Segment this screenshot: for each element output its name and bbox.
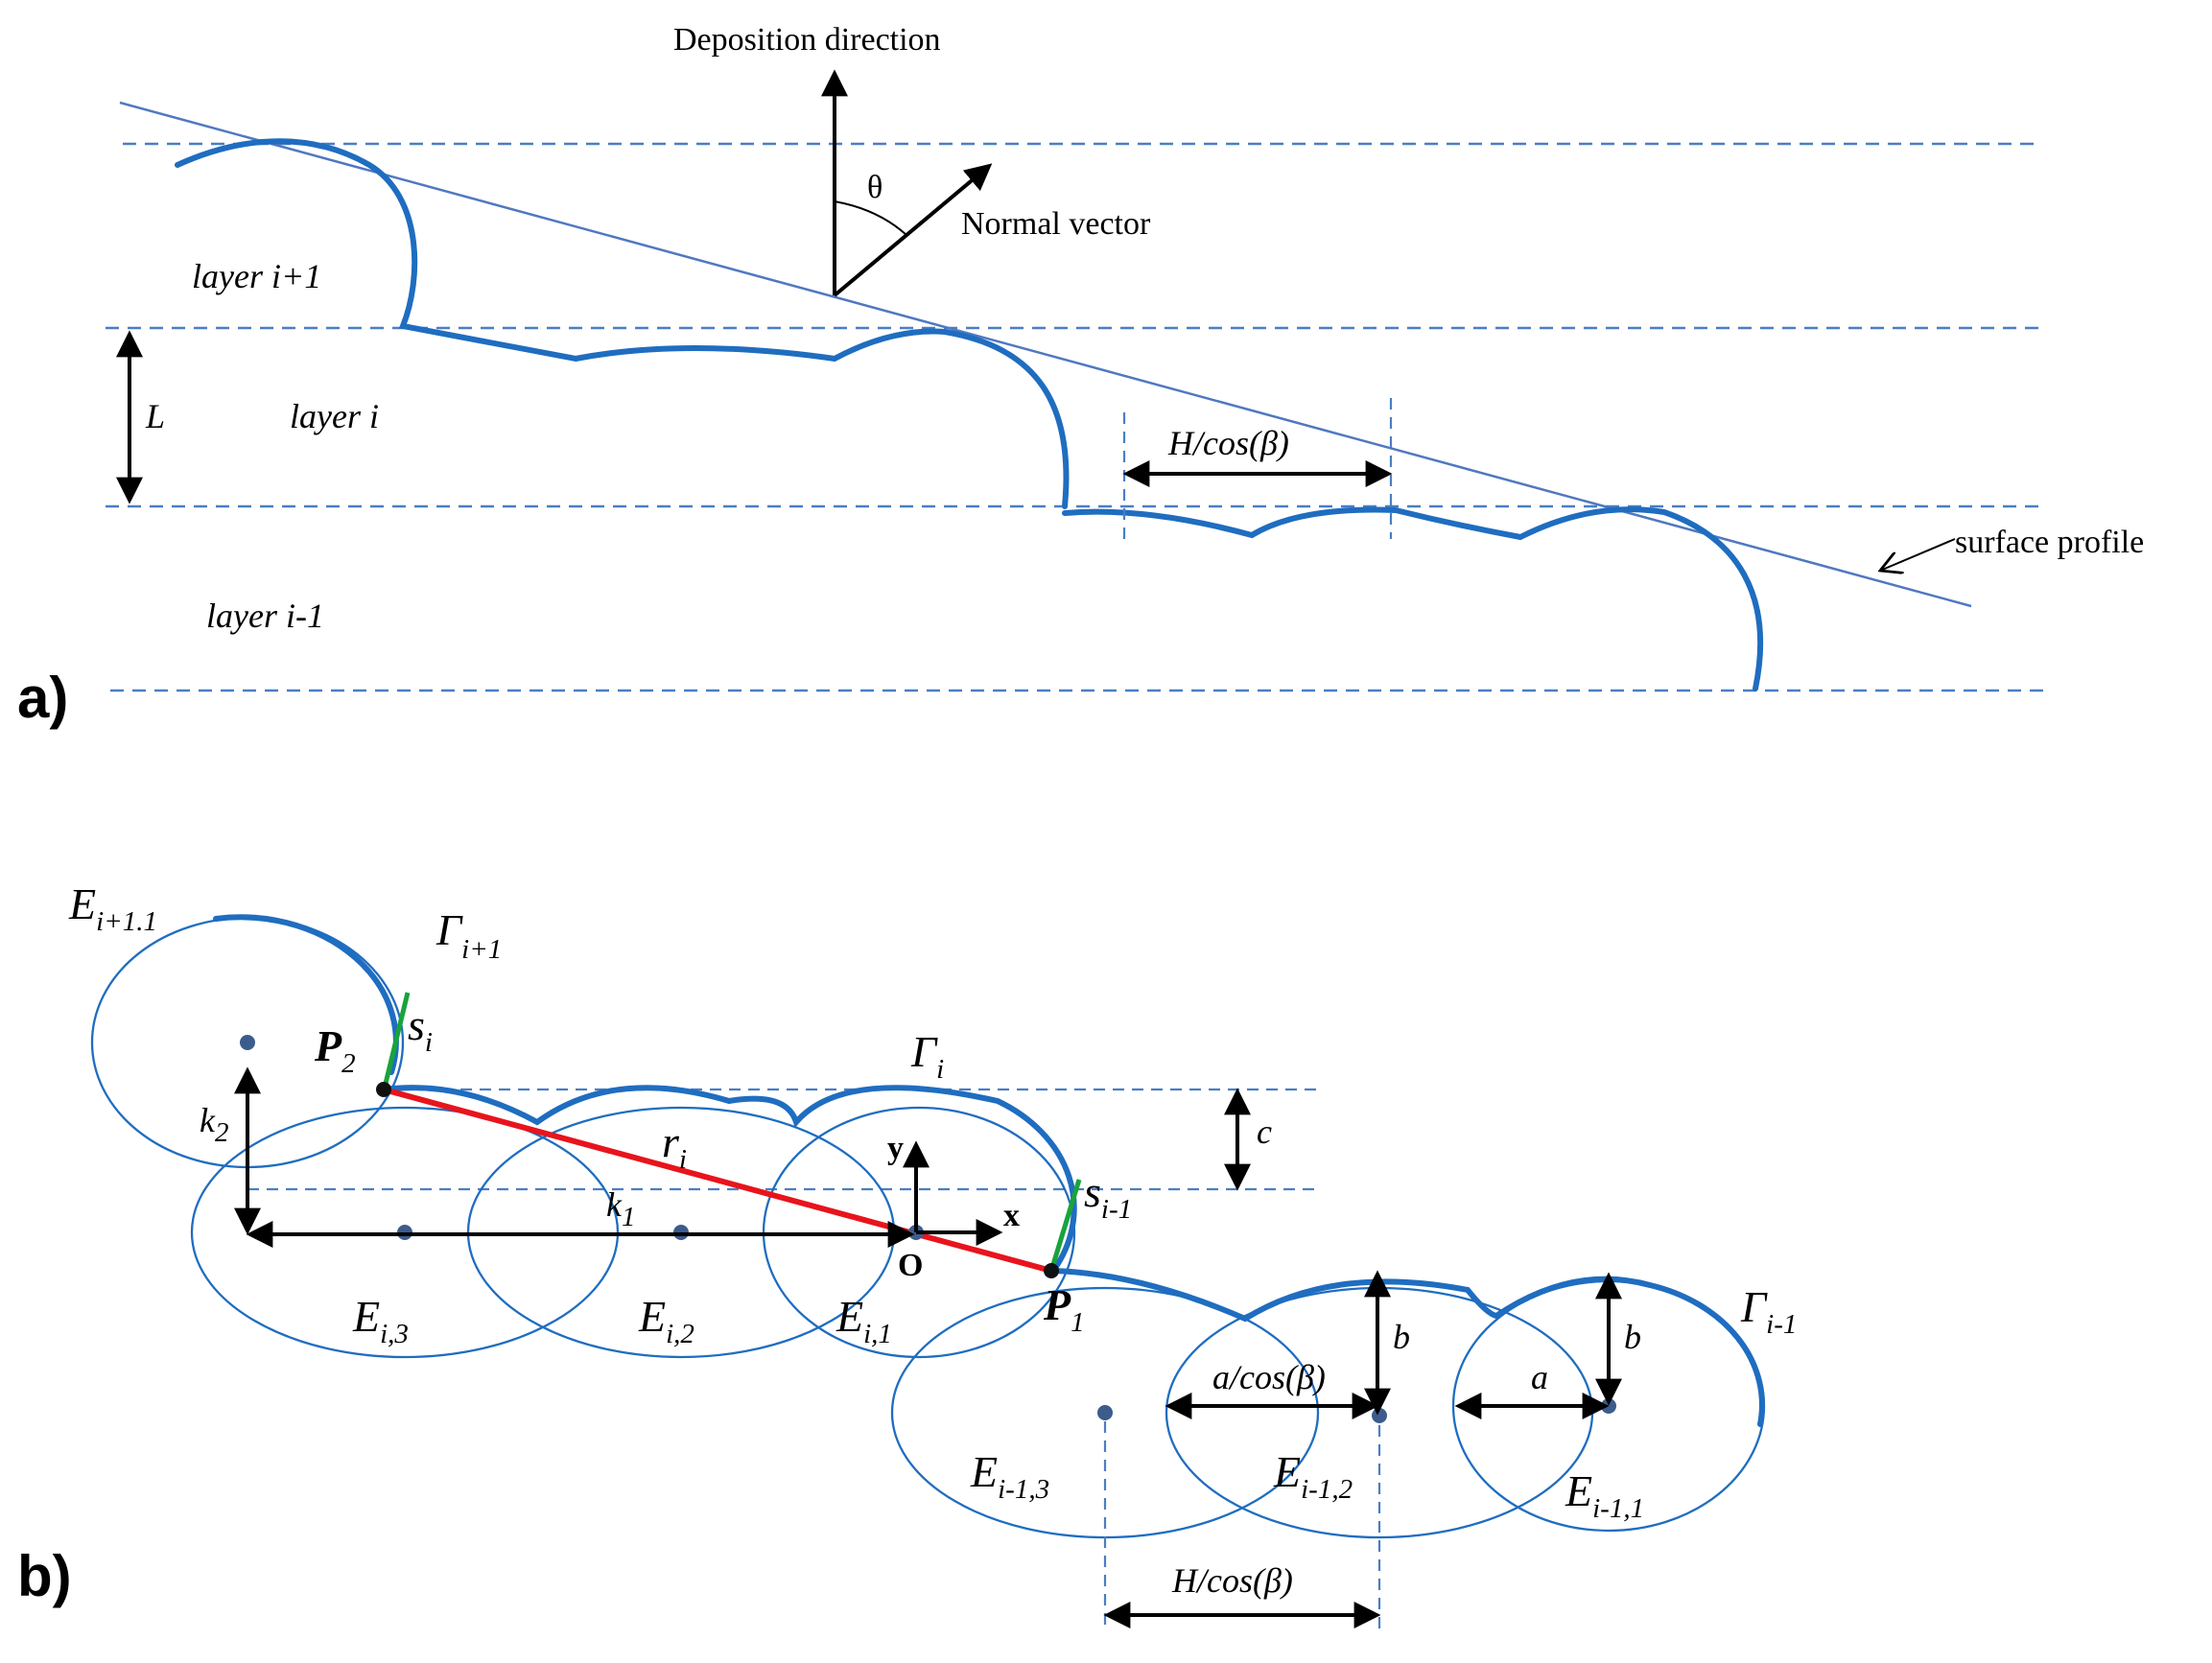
label-b-1: b <box>1393 1318 1410 1356</box>
point-P2 <box>376 1082 391 1097</box>
label-k2: k2 <box>200 1101 228 1148</box>
surface-profile-pointer <box>1880 538 1956 571</box>
label-E-i-1: Ei,1 <box>835 1292 892 1349</box>
center-E-i-1-3 <box>1097 1405 1113 1420</box>
gamma-i-1-arc <box>1050 1268 1765 1427</box>
spacing-label: H/cos(β) <box>1167 424 1289 462</box>
gamma-i+1-arc <box>213 914 399 1075</box>
spacing-b-label: H/cos(β) <box>1171 1561 1293 1600</box>
chord-r-i <box>383 1087 1052 1274</box>
surface-profile-line <box>119 101 1972 608</box>
layer-middle-label: layer i <box>290 397 379 435</box>
layer-upper-label: layer i+1 <box>192 257 321 295</box>
tangent-s-i <box>381 992 411 1092</box>
label-origin: O <box>898 1248 923 1283</box>
label-E-i-1-3: Ei-1,3 <box>970 1447 1049 1505</box>
label-E-i-3: Ei,3 <box>352 1292 409 1349</box>
label-axis-y: y <box>887 1131 904 1166</box>
normal-vector-label: Normal vector <box>961 206 1151 242</box>
label-Gamma-i+1: Γi+1 <box>435 905 502 965</box>
normal-vector-arrow <box>833 163 993 297</box>
label-E-i-2: Ei,2 <box>638 1292 694 1349</box>
gamma-i-arc <box>381 1085 1077 1274</box>
layer-lower-label: layer i-1 <box>206 597 324 635</box>
label-P2: P2 <box>314 1021 356 1079</box>
tangent-s-i-1 <box>1048 1179 1082 1272</box>
label-k1: k1 <box>606 1185 635 1232</box>
label-Gamma-i-1: Γi-1 <box>1740 1282 1797 1340</box>
label-c: c <box>1257 1113 1272 1151</box>
layer-thickness-label: L <box>145 397 165 435</box>
label-b-2: b <box>1624 1318 1641 1356</box>
label-E-i-1-2: Ei-1,2 <box>1273 1447 1353 1505</box>
label-r-i: ri <box>662 1117 687 1175</box>
point-P1 <box>1044 1263 1059 1278</box>
panel-a: Deposition direction θ Normal vector lay… <box>17 22 2144 730</box>
label-Gamma-i: Γi <box>910 1027 944 1085</box>
label-a: a <box>1531 1358 1548 1396</box>
theta-arc <box>834 200 907 236</box>
bead-profile-layer-lower <box>1062 506 1764 691</box>
center-E-i+1-1 <box>240 1035 255 1050</box>
panel-a-label: a) <box>17 666 68 730</box>
label-a-over-cos: a/cos(β) <box>1212 1358 1326 1396</box>
panel-b-label: b) <box>17 1544 72 1608</box>
label-P1: P1 <box>1043 1280 1085 1338</box>
bead-profile-layer-upper <box>175 138 1070 509</box>
panel-b: H/cos(β) Ei+1.1 Γi+1 Γi Γi-1 P2 P1 si si… <box>17 879 1797 1630</box>
deposition-direction-label: Deposition direction <box>673 22 941 58</box>
label-s-i-1: si-1 <box>1084 1167 1132 1225</box>
label-s-i: si <box>408 1000 433 1058</box>
center-E-i-1-2 <box>1372 1408 1387 1423</box>
label-E-i+1-1: Ei+1.1 <box>68 879 157 937</box>
label-E-i-1-1: Ei-1,1 <box>1565 1466 1644 1524</box>
surface-profile-label: surface profile <box>1955 525 2144 560</box>
theta-label: θ <box>867 170 882 205</box>
label-axis-x: x <box>1003 1198 1020 1233</box>
